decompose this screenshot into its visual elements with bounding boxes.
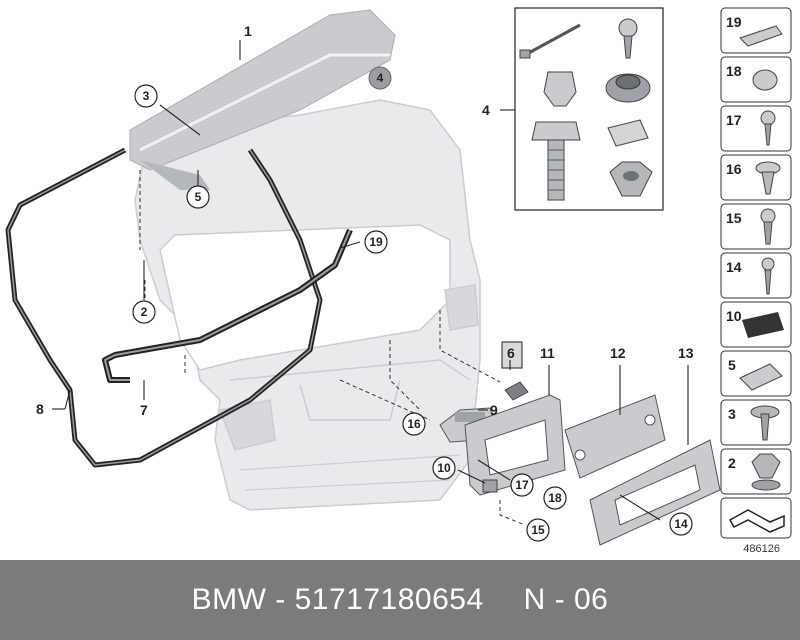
label-10: 10 <box>437 461 451 475</box>
sidebar-label-10: 10 <box>726 308 742 324</box>
label-7: 7 <box>140 402 148 418</box>
rear-spoiler <box>129 9 396 190</box>
sidebar-label-3: 3 <box>728 406 736 422</box>
parts-sidebar: 19 18 17 16 15 14 10 5 3 2 <box>720 7 792 555</box>
sidebar-label-14: 14 <box>726 259 742 275</box>
tailgate-body <box>134 99 481 511</box>
callout-18-circle <box>543 486 567 510</box>
label-8: 8 <box>36 401 44 417</box>
label-16: 16 <box>407 417 421 431</box>
sidebar-label-5: 5 <box>728 357 736 373</box>
label-9: 9 <box>490 402 498 418</box>
cover-cap-highlighted <box>501 341 529 401</box>
leader-lines <box>52 40 689 526</box>
main-labels: 1 3 4 5 2 7 8 19 4 6 11 12 13 9 16 10 17… <box>36 23 694 542</box>
label-5: 5 <box>195 190 202 204</box>
label-12: 12 <box>610 345 626 361</box>
callout-15-circle <box>526 518 550 542</box>
sidebar-label-17: 17 <box>726 112 742 128</box>
label-1: 1 <box>244 23 252 39</box>
footer-bar: BMW - 51717180654 N - 06 <box>0 560 800 640</box>
parts-diagram: 1 3 4 5 2 7 8 19 4 6 11 12 13 9 16 10 17… <box>5 7 792 555</box>
license-plate-frame-12 <box>564 394 666 479</box>
label-19: 19 <box>369 235 383 249</box>
small-clip-10 <box>482 479 498 493</box>
sidebar-label-16: 16 <box>726 161 742 177</box>
label-17: 17 <box>515 478 529 492</box>
seal-strip <box>102 228 353 383</box>
sidebar-label-19: 19 <box>726 14 742 30</box>
license-plate-bracket-11 <box>464 394 566 496</box>
label-4-circle: 4 <box>377 71 384 85</box>
label-2: 2 <box>141 305 148 319</box>
part-number-text: BMW - 51717180654 <box>191 583 484 616</box>
sidebar-label-15: 15 <box>726 210 742 226</box>
label-3: 3 <box>143 89 150 103</box>
callout-19-circle <box>364 230 388 254</box>
label-6: 6 <box>507 345 515 361</box>
image-number: 486126 <box>743 543 780 555</box>
callout-14-circle <box>669 512 693 536</box>
variant-code-text: N - 06 <box>523 583 609 616</box>
callout-2-circle <box>132 300 156 324</box>
callout-10-circle <box>432 456 456 480</box>
callout-4-circle <box>368 66 392 90</box>
label-15: 15 <box>531 523 545 537</box>
label-14: 14 <box>674 517 688 531</box>
fastener-kit-box <box>514 7 664 211</box>
callout-5-circle <box>186 185 210 209</box>
license-plate-holder-13 <box>589 439 721 546</box>
arrow-icon <box>728 509 785 533</box>
callout-3-circle <box>134 84 158 108</box>
callout-16-circle <box>402 412 426 436</box>
label-13: 13 <box>678 345 694 361</box>
label-11: 11 <box>540 345 555 361</box>
sidebar-label-2: 2 <box>728 455 736 471</box>
label-18: 18 <box>548 491 562 505</box>
sidebar-label-18: 18 <box>726 63 742 79</box>
door-seal <box>5 147 323 468</box>
label-4-box: 4 <box>482 102 490 118</box>
callout-17-circle <box>510 473 534 497</box>
